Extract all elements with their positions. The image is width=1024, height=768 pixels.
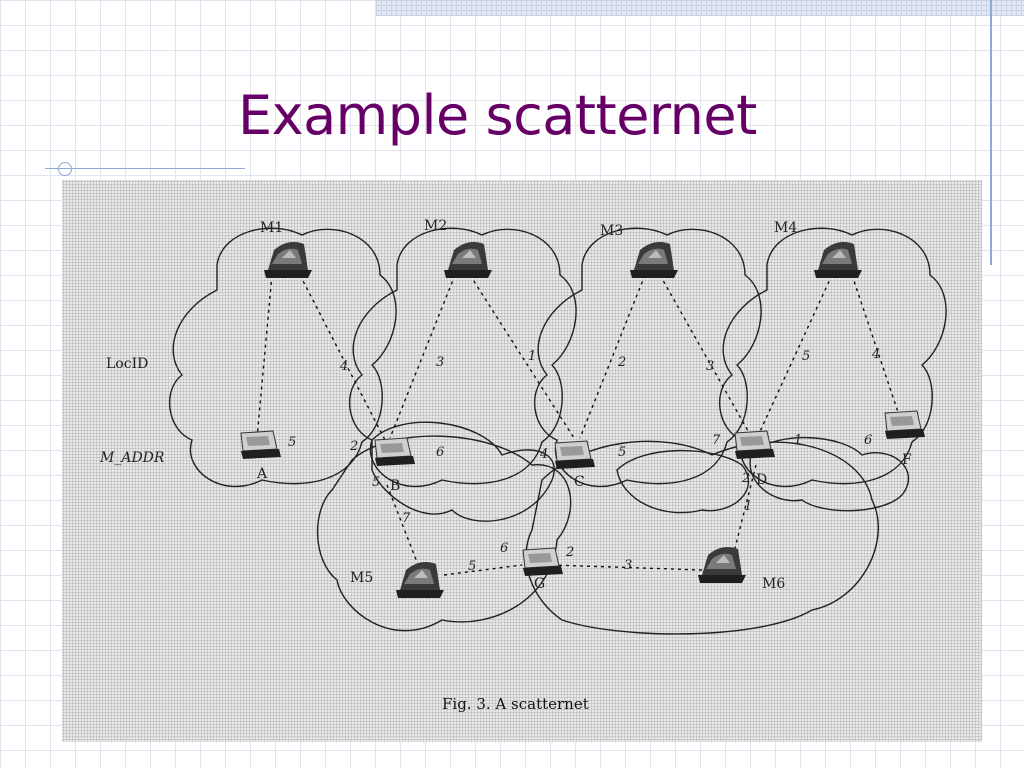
link-m3-c (579, 274, 646, 439)
link-d-m6 (733, 464, 757, 553)
link-m1-a (256, 274, 273, 439)
piconet-cloud-m3 (533, 227, 762, 488)
node-label-a: A (256, 466, 268, 482)
node-label-m6: M6 (762, 576, 785, 592)
piconet-cloud-df (749, 436, 909, 512)
piconet-cloud-m1 (168, 227, 397, 488)
link-m2-b (389, 274, 456, 439)
pda-icon-a (240, 430, 282, 460)
link-label-m2-b: 3 (436, 355, 444, 370)
laptop-icon-m4 (814, 242, 862, 278)
pda-icon-c (554, 440, 596, 470)
laptop-icon-m5 (396, 562, 444, 598)
node-label-d: D (756, 472, 767, 488)
title-bullet-circle (58, 162, 72, 176)
piconet-cloud-m4 (718, 227, 947, 488)
node-label-m2: M2 (424, 218, 447, 234)
port-label: 5 (618, 445, 626, 460)
port-label: 6 (436, 445, 444, 460)
node-label-c: C (574, 474, 585, 490)
node-label-g: G (534, 576, 545, 592)
link-m4-d (756, 274, 833, 439)
port-label: 6 (500, 541, 508, 556)
node-label-m1: M1 (260, 220, 283, 236)
port-label: 5 (372, 475, 380, 490)
node-label-m3: M3 (600, 223, 623, 239)
title-underline (45, 168, 245, 169)
slide-title: Example scatternet (238, 84, 757, 147)
link-label-m1-b: 4 (339, 359, 348, 374)
link-m1-b (299, 274, 386, 441)
link-label-m4-f: 4 (871, 347, 880, 362)
port-label: 4 (539, 447, 548, 462)
port-label: 1 (794, 433, 802, 448)
link-label-g-m6: 3 (624, 558, 632, 573)
link-label-b-m5: 7 (402, 511, 411, 526)
link-m5-g (443, 564, 523, 576)
top-decor-bar (376, 0, 1024, 16)
link-m2-c (469, 274, 575, 439)
pda-icon-g (522, 547, 564, 577)
link-label-m4-d: 5 (802, 349, 810, 364)
port-label: 2 (741, 471, 750, 486)
laptop-icon-m3 (630, 242, 678, 278)
scatternet-figure: M1 M2 M3 M4 M5 M6 A B C D F G LocID M_AD… (62, 180, 982, 742)
link-label-m3-d: 3 (706, 359, 714, 374)
node-label-f: F (902, 452, 912, 468)
piconet-cloud-m5 (316, 435, 572, 632)
port-label: 2 (565, 545, 574, 560)
laptop-icon-m2 (444, 242, 492, 278)
port-label: 2 (349, 439, 358, 454)
link-label-m1-a: 5 (288, 435, 296, 450)
link-label-m5-g: 5 (468, 559, 476, 574)
pda-icon-b (374, 437, 416, 467)
node-label-m5: M5 (350, 570, 373, 586)
node-label-b: B (390, 478, 400, 494)
scatternet-diagram: M1 M2 M3 M4 M5 M6 A B C D F G LocID M_AD… (99, 218, 947, 635)
pda-icon-f (884, 410, 926, 440)
laptop-icon-m1 (264, 242, 312, 278)
link-label-m2-c: 1 (528, 349, 536, 364)
side-label-locid: LocID (106, 356, 148, 372)
node-label-m4: M4 (774, 220, 797, 236)
link-label-m3-c: 2 (617, 355, 626, 370)
piconet-cloud-bc (371, 421, 555, 522)
side-label-m-addr: M_ADDR (99, 450, 165, 466)
piconet-cloud-m6 (525, 440, 879, 635)
piconet-cloud-cd (616, 449, 749, 514)
figure-caption: Fig. 3. A scatternet (442, 695, 589, 713)
laptop-icon-m6 (698, 547, 746, 583)
pda-icon-d (734, 430, 776, 460)
piconet-cloud-m2 (348, 227, 577, 488)
port-label: 7 (712, 433, 721, 448)
port-label: 6 (864, 433, 872, 448)
link-m3-d (659, 274, 753, 439)
link-label-d-m6: 1 (744, 499, 752, 514)
right-decor-rule (990, 0, 992, 265)
